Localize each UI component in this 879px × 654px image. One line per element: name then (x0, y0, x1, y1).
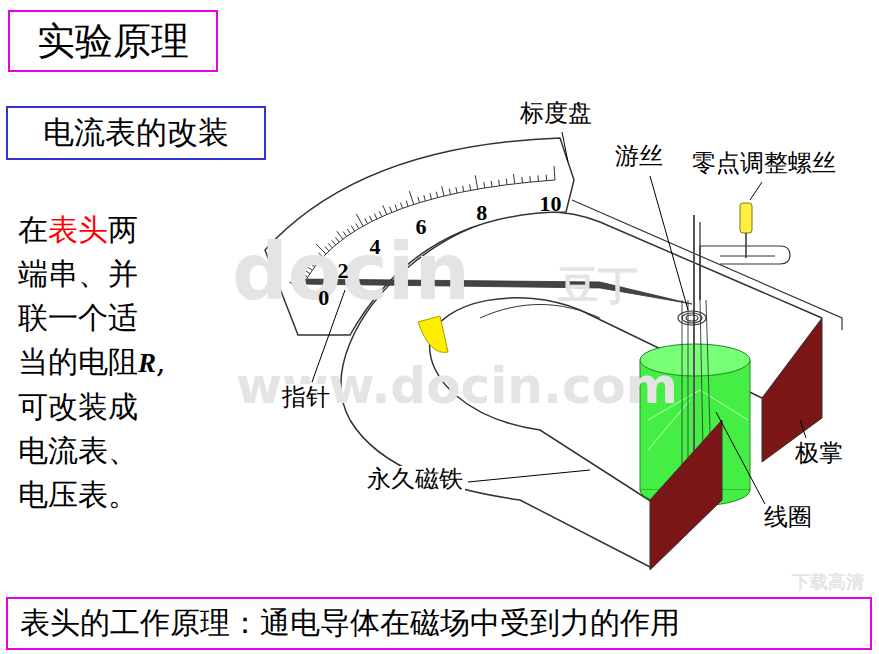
part-label: 线圈 (762, 504, 814, 532)
leader-line (716, 412, 766, 506)
scale-tick (424, 195, 426, 201)
body-text: 在 (18, 212, 48, 247)
scale-tick (315, 256, 320, 260)
leader-line (562, 132, 568, 162)
scale-tick (483, 182, 485, 188)
part-label: 零点调整螺丝 (690, 150, 838, 178)
scale-tick (546, 175, 547, 181)
scale-tick (456, 187, 457, 193)
scale-tick (400, 203, 402, 209)
coil-edge (648, 390, 748, 450)
scale-tick (356, 214, 363, 226)
box-text: 表头的工作原理：通电导体在磁场中受到力的作用 (20, 603, 680, 644)
scale-ticks (289, 166, 555, 288)
scale-tick (337, 231, 343, 239)
scale-tick (529, 176, 531, 182)
scale-tick (430, 193, 432, 199)
leader-lines (312, 132, 806, 506)
magnet-outer (341, 212, 822, 568)
scale-tick (332, 240, 336, 245)
scale-tick (449, 189, 450, 195)
scale-number: 10 (540, 192, 562, 217)
box-text: 实验原理 (37, 16, 189, 67)
scale-tick (513, 174, 514, 184)
scale-number: 6 (416, 215, 427, 240)
adjust-screw (740, 203, 752, 233)
scale-tick (374, 214, 377, 219)
scale-tick (383, 205, 387, 214)
scale-number: 0 (318, 285, 329, 310)
scale-tick (442, 186, 444, 196)
title-box: 实验原理 (8, 10, 218, 72)
scale-tick (318, 253, 322, 257)
leader-line (650, 176, 688, 310)
scale-tick (470, 184, 471, 190)
scale-tick (418, 197, 420, 203)
scale-tick (356, 223, 359, 228)
spring-turn (682, 313, 702, 323)
scale-tick (390, 207, 392, 213)
scale-tick (303, 274, 308, 277)
scale-tick (463, 186, 464, 192)
scale-tick (325, 247, 329, 251)
scale-tick (475, 175, 477, 189)
watermark: 豆丁 (558, 262, 638, 308)
scale-tick (506, 179, 508, 185)
scale-tick (554, 166, 556, 180)
scale-tick (310, 263, 315, 267)
scale-number: 4 (369, 234, 380, 259)
scale-tick (521, 177, 523, 183)
scale-tick (313, 260, 318, 264)
scale-number: 8 (476, 200, 487, 225)
part-label: 永久磁铁 (365, 466, 465, 494)
scale-tick (335, 237, 339, 242)
part-label: 极掌 (793, 440, 845, 468)
scale-tick (491, 181, 493, 187)
scale-tick (365, 218, 368, 223)
scale-tick (316, 244, 326, 254)
frame-edge (572, 200, 842, 330)
pole-piece (650, 420, 722, 570)
part-label: 游丝 (613, 143, 665, 171)
scale-tick (343, 232, 346, 237)
leader-line (800, 420, 806, 438)
scale-tick (347, 229, 350, 234)
scale-tick (369, 216, 372, 221)
frame-edge (480, 305, 600, 319)
spring-turn (686, 315, 698, 321)
banner-box: 表头的工作原理：通电导体在磁场中受到力的作用 (6, 597, 872, 650)
scale-tick (436, 192, 437, 198)
adjust-fork (700, 246, 790, 300)
part-label: 指针 (280, 384, 332, 412)
scale-tick (406, 201, 408, 207)
scale-arc (302, 180, 555, 288)
scale-tick (395, 205, 397, 211)
symbol-r: R (138, 348, 156, 378)
subtitle-box: 电流表的改装 (6, 106, 266, 160)
watermark: docin (232, 228, 470, 318)
scale-tick (498, 180, 500, 186)
scale-tick (304, 264, 312, 270)
scale-tick (305, 270, 310, 273)
scale-tick (409, 191, 413, 204)
highlight-text: 表头 (48, 212, 108, 247)
watermark: 下载高清 (792, 572, 864, 593)
scale-number: 2 (337, 258, 348, 283)
scale-tick (379, 211, 381, 216)
scale-tick (537, 175, 539, 181)
leader-line (468, 470, 590, 482)
scale-plate (265, 138, 574, 335)
iron-piece (418, 316, 448, 352)
hair-spring (678, 311, 706, 325)
scale-tick (328, 243, 332, 247)
spring-turn (678, 311, 706, 325)
leader-line (750, 182, 762, 200)
body-paragraph: 在表头两端串、并联一个适当的电阻R,可改装成电流表、电压表。 (18, 208, 166, 517)
scale-tick (351, 226, 354, 231)
part-label: 标度盘 (518, 100, 594, 128)
pointer (298, 279, 692, 304)
box-text: 电流表的改装 (43, 112, 229, 154)
